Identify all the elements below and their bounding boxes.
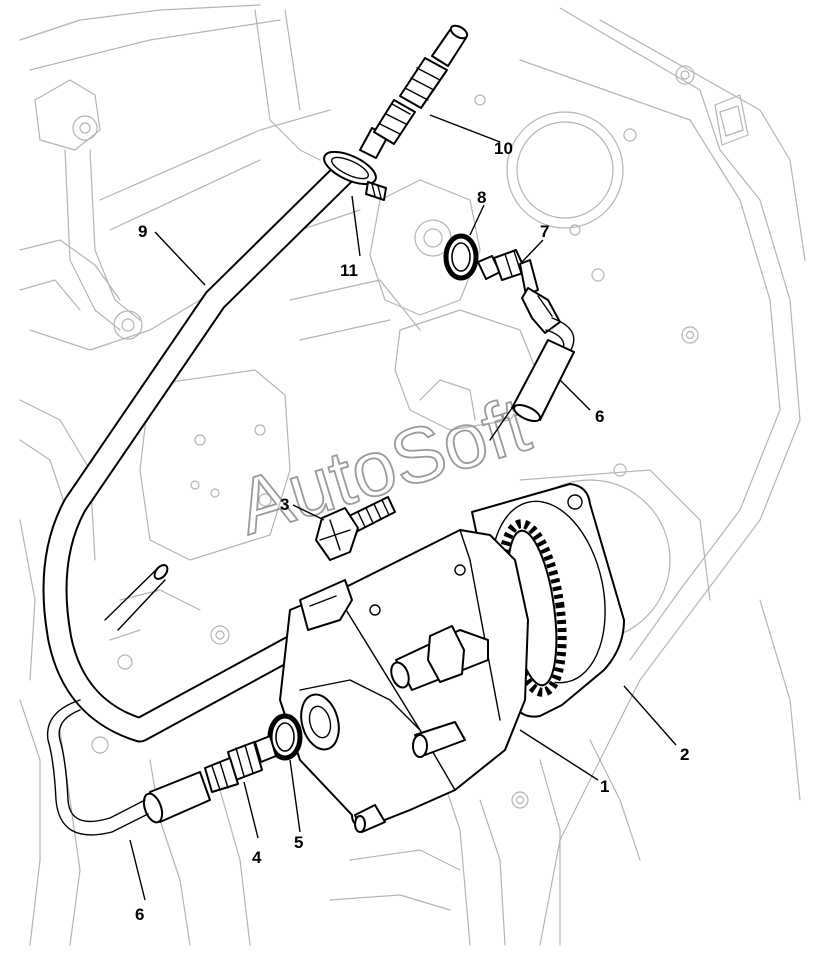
callout-8: 8 (477, 188, 486, 207)
pump-body-part-1 (279, 519, 567, 833)
callout-9: 9 (138, 222, 147, 241)
callout-6-lower: 6 (135, 905, 144, 924)
hose-clamp-part-11 (323, 150, 387, 201)
union-fitting-part-7 (477, 249, 561, 334)
callout-1: 1 (600, 777, 609, 796)
callout-7: 7 (540, 222, 549, 241)
flange-bolt-part-3 (315, 496, 396, 561)
callout-2: 2 (680, 745, 689, 764)
union-fitting-part-4 (204, 735, 277, 793)
pipe-part-6-lower (46, 699, 211, 836)
callout-labels: 1 2 3 4 5 6 6 7 8 9 10 11 (135, 139, 689, 924)
callout-11: 11 (340, 261, 358, 280)
leader-lines (129, 114, 677, 901)
callout-5: 5 (294, 833, 303, 852)
callout-6-upper: 6 (595, 407, 604, 426)
barb-fitting-part-10 (359, 24, 469, 159)
callout-3: 3 (280, 495, 289, 514)
pipe-part-6-upper (489, 317, 575, 441)
seal-washer-part-8 (443, 233, 479, 281)
callout-4: 4 (252, 848, 262, 867)
callout-10: 10 (494, 139, 513, 158)
engine-block-background (19, 4, 806, 946)
